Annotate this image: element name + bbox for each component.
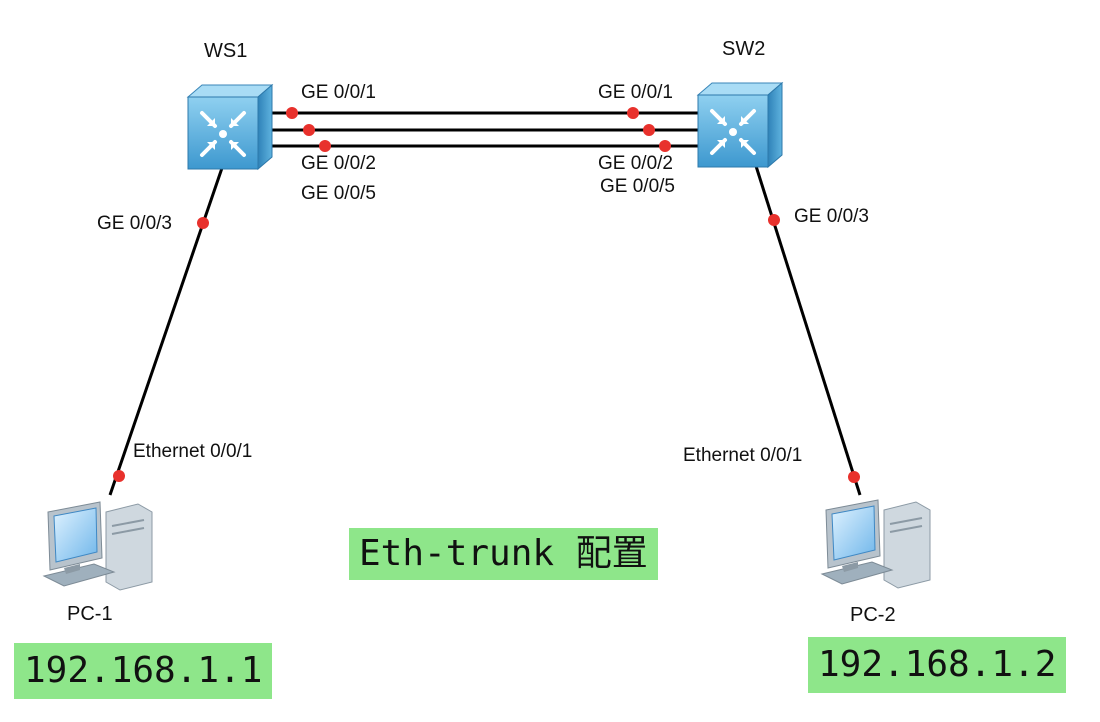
port-dot-ws1-ge001 <box>286 107 298 119</box>
ws1-port-ge005-label: GE 0/0/5 <box>301 183 376 204</box>
port-dot-pc2-eth <box>848 471 860 483</box>
pc-2-icon[interactable] <box>820 499 931 589</box>
sw2-port-ge001-label: GE 0/0/1 <box>598 82 673 103</box>
trunk-links <box>258 111 700 148</box>
port-dot-ws1-ge002 <box>303 124 315 136</box>
pc-1-name: PC-1 <box>67 603 113 625</box>
ws1-port-ge003-label: GE 0/0/3 <box>97 213 172 234</box>
port-dot-ws1-ge005 <box>319 140 331 152</box>
sw2-port-ge002-label: GE 0/0/2 <box>598 153 673 174</box>
pc-1-ip-label: 192.168.1.1 <box>14 643 273 699</box>
ws1-port-ge002-label: GE 0/0/2 <box>301 153 376 174</box>
switch-sw2-icon[interactable] <box>696 81 784 169</box>
pc-2-port-label: Ethernet 0/0/1 <box>683 445 803 466</box>
port-dot-sw2-ge005 <box>659 140 671 152</box>
port-dot-sw2-ge001 <box>627 107 639 119</box>
port-dot-sw2-ge002 <box>643 124 655 136</box>
pc-2-ip-label: 192.168.1.2 <box>808 637 1067 693</box>
pc-1-icon[interactable] <box>42 501 153 591</box>
diagram-caption: Eth-trunk 配置 <box>349 528 658 580</box>
switch-ws1-name: WS1 <box>204 40 248 62</box>
port-dots <box>113 107 860 483</box>
pc-1-port-label: Ethernet 0/0/1 <box>133 441 253 462</box>
sw2-port-ge005-label: GE 0/0/5 <box>600 176 675 197</box>
sw2-port-ge003-label: GE 0/0/3 <box>794 206 869 227</box>
ws1-port-ge001-label: GE 0/0/1 <box>301 82 376 103</box>
pc-2-name: PC-2 <box>850 604 896 626</box>
port-dot-ws1-ge003 <box>197 217 209 229</box>
switch-sw2-name: SW2 <box>722 38 766 60</box>
port-dot-pc1-eth <box>113 470 125 482</box>
port-dot-sw2-ge003 <box>768 214 780 226</box>
switch-ws1-icon[interactable] <box>186 83 274 171</box>
